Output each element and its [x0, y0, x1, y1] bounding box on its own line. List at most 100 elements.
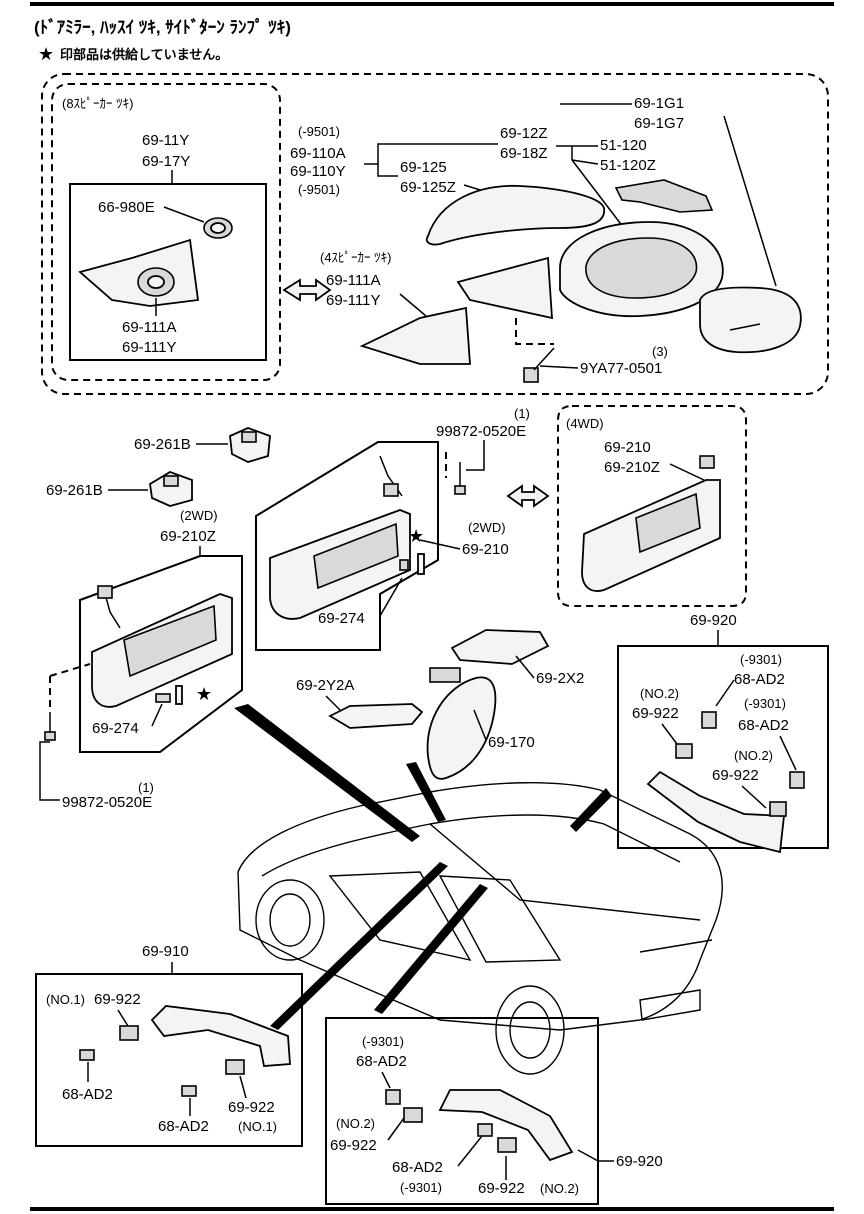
label-no2-b: (NO.2)	[734, 748, 773, 763]
label-69-12Z: 69-12Z	[500, 125, 548, 142]
label-69-210Z-left: 69-210Z	[160, 528, 216, 545]
star-icon-left: ★	[196, 684, 212, 704]
mirror-glass-part	[699, 286, 802, 354]
label-99872-0520E-bottom: 99872-0520E	[62, 794, 152, 811]
speaker4-title: (4ｽﾋﾟｰｶｰ ﾂｷ)	[320, 250, 392, 265]
side-turn-lamp-part	[614, 179, 714, 213]
leader-wedge-3	[570, 788, 612, 832]
label-no2-bottom-b: (NO.2)	[540, 1181, 579, 1196]
label-69-910: 69-910	[142, 943, 189, 960]
mirror-cover-part	[425, 184, 605, 246]
mirror-garnish-speaker-part	[78, 238, 200, 307]
label-68-AD2-a: 68-AD2	[734, 671, 785, 688]
star-icon-mid: ★	[408, 526, 424, 546]
label-69-922-bottom-b: 69-922	[478, 1180, 525, 1197]
double-arrow-icon-visor	[506, 484, 550, 508]
double-arrow-icon	[282, 278, 332, 302]
label-9YA77-0501: 9YA77-0501	[580, 360, 662, 377]
leader-wedge-1	[234, 704, 420, 842]
console-part	[328, 703, 424, 729]
label-69-1G7: 69-1G7	[634, 115, 684, 132]
star-icon: ★	[38, 44, 54, 64]
label-69-922-bottom-a: 69-922	[330, 1137, 377, 1154]
label-69-210-mid: 69-210	[462, 541, 509, 558]
label-69-922-left-b: 69-922	[228, 1099, 275, 1116]
label-no2-bottom-a: (NO.2)	[336, 1116, 375, 1131]
label-69-920-bottom: 69-920	[616, 1153, 663, 1170]
label-m9301-bottom-a: (-9301)	[362, 1034, 404, 1049]
label-69-922-a: 69-922	[632, 705, 679, 722]
visor-4wd-frame	[557, 405, 747, 607]
label-69-261B-b: 69-261B	[46, 482, 103, 499]
label-qty3: (3)	[652, 344, 668, 359]
speaker8-subframe	[51, 83, 281, 381]
bolt-part	[523, 347, 555, 383]
label-68-AD2-bottom-b: 68-AD2	[392, 1159, 443, 1176]
speaker-ring-part	[203, 217, 233, 239]
label-4wd: (4WD)	[566, 416, 604, 431]
page-title: (ﾄﾞｱﾐﾗｰ, ﾊｯｽｲ ﾂｷ, ｻｲﾄﾞﾀｰﾝ ﾗﾝﾌﾟ ﾂｷ)	[34, 17, 291, 37]
label-69-274-mid: 69-274	[318, 610, 365, 627]
visor-clip-part-a	[229, 427, 271, 463]
assist-handle-part-bottom	[385, 1089, 574, 1162]
sun-visor-part-left	[91, 585, 233, 708]
label-69-110A: 69-110A	[290, 145, 346, 162]
mirror-garnish-part	[359, 306, 471, 365]
leader-wedge-4	[270, 862, 448, 1030]
speaker8-inner-box	[69, 183, 267, 361]
handle-bottom-frame	[325, 1017, 599, 1205]
mirror-section-frame	[41, 73, 829, 395]
label-no1-b: (NO.1)	[238, 1119, 277, 1134]
screw-part-top	[454, 462, 466, 495]
label-69-210-r: 69-210	[604, 439, 651, 456]
label-m9301-b: (-9301)	[744, 696, 786, 711]
label-2wd-left: (2WD)	[180, 508, 218, 523]
map-lamp-housing-part	[450, 629, 550, 665]
label-69-2X2: 69-2X2	[536, 670, 584, 687]
label-m9501-a: (-9501)	[298, 124, 340, 139]
label-69-111Y-a: 69-111Y	[122, 339, 177, 356]
label-69-2Y2A: 69-2Y2A	[296, 677, 354, 694]
label-2wd-mid: (2WD)	[468, 520, 506, 535]
label-66-980E: 66-980E	[98, 199, 155, 216]
label-no2-a: (NO.2)	[640, 686, 679, 701]
label-51-120Z: 51-120Z	[600, 157, 656, 174]
label-69-125Z: 69-125Z	[400, 179, 456, 196]
handle-left-frame	[35, 973, 303, 1147]
label-69-18Z: 69-18Z	[500, 145, 548, 162]
sun-visor-part-mid	[269, 455, 411, 620]
label-69-922-left-a: 69-922	[94, 991, 141, 1008]
label-69-274-left: 69-274	[92, 720, 139, 737]
label-68-AD2-b: 68-AD2	[738, 717, 789, 734]
label-69-111A-b: 69-111A	[326, 272, 381, 289]
label-69-111A-a: 69-111A	[122, 319, 177, 336]
leader-wedge-2	[406, 762, 446, 822]
rearview-mirror-part	[426, 667, 497, 780]
leader-wedge-5	[374, 884, 488, 1014]
label-68-AD2-left-a: 68-AD2	[62, 1086, 113, 1103]
handle-right-frame	[617, 645, 829, 849]
label-69-920-top: 69-920	[690, 612, 737, 629]
label-69-111Y-b: 69-111Y	[326, 292, 381, 309]
label-68-AD2-left-b: 68-AD2	[158, 1118, 209, 1135]
sun-visor-part-right	[581, 455, 721, 592]
label-qty1-top: (1)	[514, 406, 530, 421]
label-69-210Z-r: 69-210Z	[604, 459, 660, 476]
screw-part-bottom	[44, 712, 56, 741]
visor-bracket-part-mid	[417, 553, 425, 575]
visor-2wd-frame	[255, 441, 439, 651]
label-69-11Y: 69-11Y	[142, 132, 189, 149]
label-51-120: 51-120	[600, 137, 647, 154]
car-illustration	[237, 782, 723, 1075]
label-m9301-a: (-9301)	[740, 652, 782, 667]
label-69-170: 69-170	[488, 734, 535, 751]
label-69-17Y: 69-17Y	[142, 153, 190, 170]
speaker8-title: (8ｽﾋﾟｰｶｰ ﾂｷ)	[62, 96, 134, 111]
visor-bracket-part-left	[175, 685, 183, 705]
mirror-housing-part	[456, 221, 724, 320]
assist-handle-part-right	[646, 711, 805, 854]
note-text: 印部品は供給していません。	[60, 47, 228, 62]
label-m9301-bottom-b: (-9301)	[400, 1180, 442, 1195]
label-99872-0520E-top: 99872-0520E	[436, 423, 526, 440]
